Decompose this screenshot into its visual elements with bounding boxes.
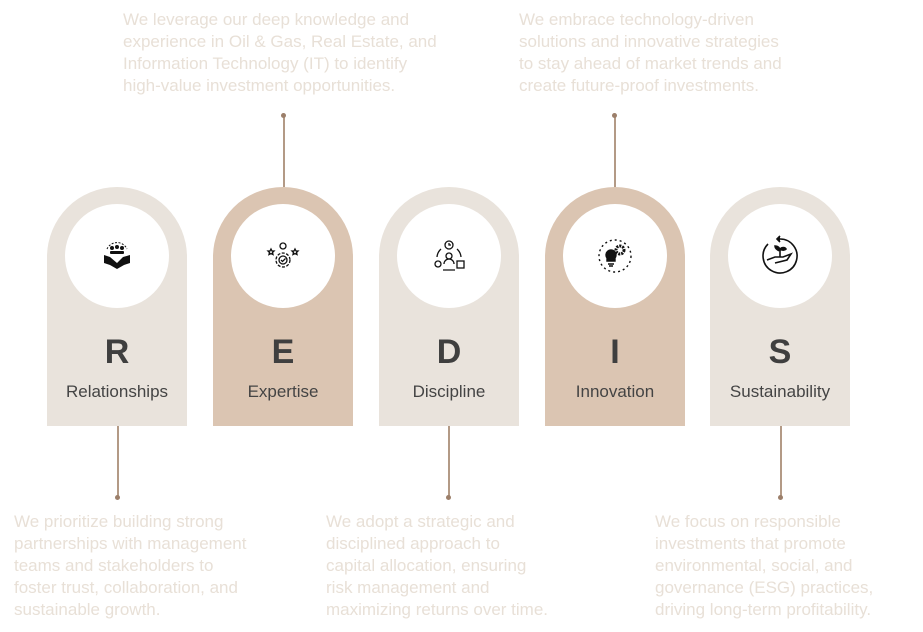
- description-relationships: We prioritize building strong partnershi…: [14, 512, 247, 619]
- icon-circle: [231, 204, 335, 308]
- pillar-card-sustainability: S Sustainability: [710, 187, 850, 426]
- connector-dot-e: [281, 113, 286, 118]
- icon-circle: [65, 204, 169, 308]
- description-innovation: We embrace technology-driven solutions a…: [519, 10, 782, 95]
- pillar-letter: S: [768, 333, 792, 371]
- connector-dot-s: [778, 495, 783, 500]
- pillar-letter: R: [104, 333, 130, 371]
- handshake-team-icon: [104, 242, 130, 269]
- process-cycle-icon: [434, 240, 465, 271]
- pillar-label: Sustainability: [729, 382, 831, 401]
- pillar-card-innovation: I Innovation: [545, 187, 685, 426]
- connector-i: [614, 115, 616, 187]
- icon-circle: [563, 204, 667, 308]
- pillar-letter: E: [271, 333, 295, 371]
- pillar-label: Innovation: [575, 382, 655, 401]
- icon-circle: [728, 204, 832, 308]
- pillar-label: Expertise: [247, 382, 319, 401]
- connector-e: [283, 115, 285, 187]
- pillar-card-discipline: D Discipline: [379, 187, 519, 426]
- connector-dot-d: [446, 495, 451, 500]
- connector-s: [780, 426, 782, 498]
- description-expertise: We leverage our deep knowledge and exper…: [123, 10, 437, 95]
- pillar-card-relationships: R Relationships: [47, 187, 187, 426]
- connector-d: [448, 426, 450, 498]
- lightbulb-gear-icon: [598, 239, 632, 273]
- hand-plant-icon: [762, 235, 798, 274]
- pillar-card-expertise: E Expertise: [213, 187, 353, 426]
- icon-circle: [397, 204, 501, 308]
- connector-dot-i: [612, 113, 617, 118]
- pillar-letter: D: [436, 333, 462, 371]
- pillar-label: Relationships: [65, 382, 169, 401]
- pillar-letter: I: [610, 333, 620, 371]
- pillar-label: Discipline: [412, 382, 486, 401]
- expert-badge-icon: [266, 242, 300, 268]
- connector-r: [117, 426, 119, 498]
- description-discipline: We adopt a strategic and disciplined app…: [326, 512, 549, 619]
- description-sustainability: We focus on responsible investments that…: [655, 512, 874, 619]
- connector-dot-r: [115, 495, 120, 500]
